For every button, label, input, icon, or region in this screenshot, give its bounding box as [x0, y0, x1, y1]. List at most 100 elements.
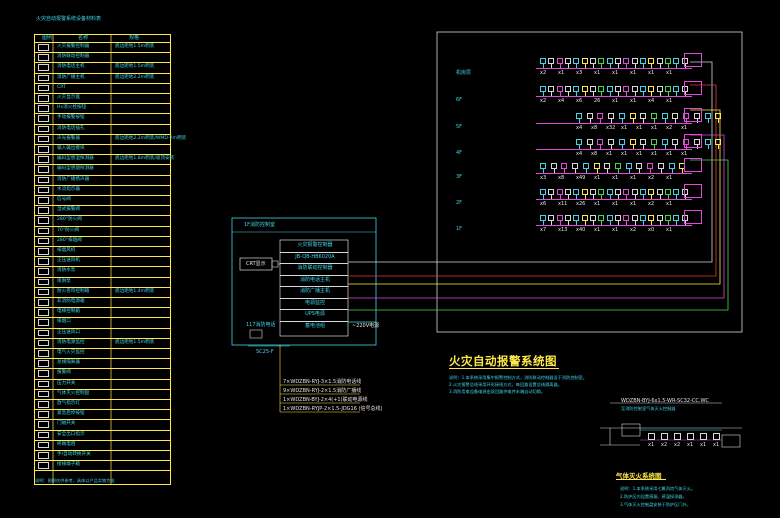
- riser-device-stem: [618, 92, 619, 96]
- riser-device-stem: [593, 64, 594, 68]
- gas-panel: [621, 423, 641, 437]
- riser-device-stem: [654, 119, 655, 123]
- riser-device-icon: [576, 139, 582, 145]
- riser-device-stem: [668, 221, 669, 225]
- riser-device-icon: [548, 215, 555, 221]
- main-note: 说明：1.本系统采用集中报警控制方式，消防联动控制器设于消防控制室。: [449, 375, 587, 380]
- riser-device-stem: [668, 195, 669, 199]
- riser-device-stem: [660, 169, 662, 173]
- legend-row-name: 压力开关: [57, 380, 76, 386]
- riser-device-icon: [548, 58, 555, 64]
- legend-row-name: 水流指示器: [57, 186, 80, 192]
- gas-count: x1: [700, 442, 707, 448]
- panel-row: 蓄电池组: [304, 322, 325, 329]
- legend-symbol-icon: [38, 329, 49, 337]
- riser-device-icon: [608, 139, 615, 145]
- legend-row: 编码型感温探测器底边距地1.8m明装/吸顶安装: [35, 155, 174, 166]
- legend-row: 手/自动转换开关: [35, 451, 171, 462]
- legend-row-name: 电梯控制箱: [57, 309, 80, 315]
- floor-count: x1: [594, 201, 601, 207]
- floor-count: x1: [636, 125, 643, 131]
- riser-device-icon: [640, 86, 646, 92]
- floor-count: x1: [621, 151, 628, 157]
- legend-row-name: 正压送风口: [57, 329, 80, 335]
- legend-row-spec: 底边距地1.4m明装: [115, 288, 155, 294]
- telephone-box-label: 117消防电话: [246, 322, 276, 328]
- riser-device-stem: [601, 92, 603, 96]
- legend-symbol-icon: [38, 197, 49, 204]
- legend-symbol-icon: [38, 288, 49, 296]
- legend-row-name: 信号阀: [57, 197, 71, 202]
- legend-row-name: 消防电话主机: [57, 64, 85, 70]
- legend-row-name: 安全出口指示: [57, 431, 85, 437]
- riser-device-icon: [665, 58, 671, 64]
- legend-row: 火灾报警控制器底边距地1.5m明装: [35, 43, 171, 54]
- legend-row: 编码型感烟探测器: [35, 165, 171, 176]
- riser-device-stem: [650, 169, 652, 173]
- legend-symbol-icon: [38, 64, 49, 71]
- riser-device-stem: [584, 92, 586, 96]
- legend-row: 报警阀: [35, 369, 171, 380]
- riser-device-stem: [576, 92, 578, 96]
- floor-count: x1: [648, 70, 655, 76]
- legend-symbol-icon: [38, 319, 49, 326]
- panel-row: 消防电话主机: [299, 276, 330, 283]
- riser-device-stem: [543, 64, 544, 68]
- floor-terminal-box: [684, 158, 702, 172]
- floor-terminal-box: [684, 108, 702, 122]
- gas-title-underline: [616, 479, 666, 480]
- floor-count: x6: [540, 201, 547, 207]
- riser-device-stem: [564, 169, 566, 173]
- riser-device-stem: [551, 195, 553, 199]
- riser-device-stem: [551, 64, 553, 68]
- legend-row: 消防水泵: [35, 267, 171, 278]
- legend-row-name: CRT: [57, 84, 66, 90]
- riser-device-stem: [675, 119, 677, 123]
- riser-device-icon: [598, 189, 605, 195]
- legend-row-spec: 底边距地2.2m明装: [115, 74, 155, 80]
- legend-row: 消防电话主机底边距地1.5m明装: [35, 63, 171, 74]
- riser-device-stem: [579, 145, 580, 149]
- legend-symbol-icon: [38, 401, 49, 408]
- riser-device-icon: [647, 163, 654, 169]
- conduit-label: SC25-F: [256, 349, 274, 355]
- legend-row: 喷淋泵: [35, 278, 171, 288]
- riser-device-stem: [676, 64, 678, 68]
- riser-device-stem: [676, 221, 678, 225]
- riser-device-icon: [623, 215, 630, 221]
- riser-device-icon: [661, 139, 668, 145]
- riser-device-icon: [672, 113, 679, 119]
- riser-device-stem: [707, 145, 709, 149]
- floor-count: x2: [630, 227, 637, 233]
- floor-count: x1: [666, 227, 673, 233]
- legend-symbol-icon: [38, 217, 49, 224]
- legend-row: 接线端子箱: [35, 461, 171, 472]
- floor-count: x4: [576, 125, 583, 131]
- legend-row-name: 手动报警按钮: [57, 115, 85, 121]
- riser-device-icon: [656, 189, 663, 195]
- riser-device-stem: [575, 169, 577, 173]
- riser-device-icon: [590, 189, 596, 195]
- riser-device-stem: [611, 145, 613, 149]
- riser-device-icon: [631, 189, 638, 195]
- riser-device-stem: [634, 64, 636, 68]
- control-panel: [279, 239, 349, 337]
- riser-device-icon: [604, 163, 611, 169]
- riser-device-stem: [659, 64, 661, 68]
- gas-cable-label: WDZBN-BYJ-6x1.5-WR-SC32-CC.WC: [621, 398, 709, 404]
- riser-device-icon: [656, 215, 663, 221]
- legend-row: 放气指示灯: [35, 400, 171, 411]
- riser-device-icon: [581, 86, 588, 92]
- legend-symbol-icon: [38, 390, 49, 398]
- riser-device-stem: [553, 169, 555, 173]
- gas-count: x2: [661, 442, 668, 448]
- floor-count: x4: [648, 98, 655, 104]
- legend-row: 电气火灾监控: [35, 349, 171, 360]
- riser-device-stem: [568, 64, 569, 68]
- floor-label: 4F: [456, 150, 463, 156]
- riser-device-icon: [593, 163, 600, 169]
- legend-row: 压力开关: [35, 380, 171, 390]
- floor-bus-line: [536, 96, 692, 97]
- riser-device-stem: [651, 195, 653, 199]
- legend-row-name: 湿式报警阀: [57, 207, 80, 213]
